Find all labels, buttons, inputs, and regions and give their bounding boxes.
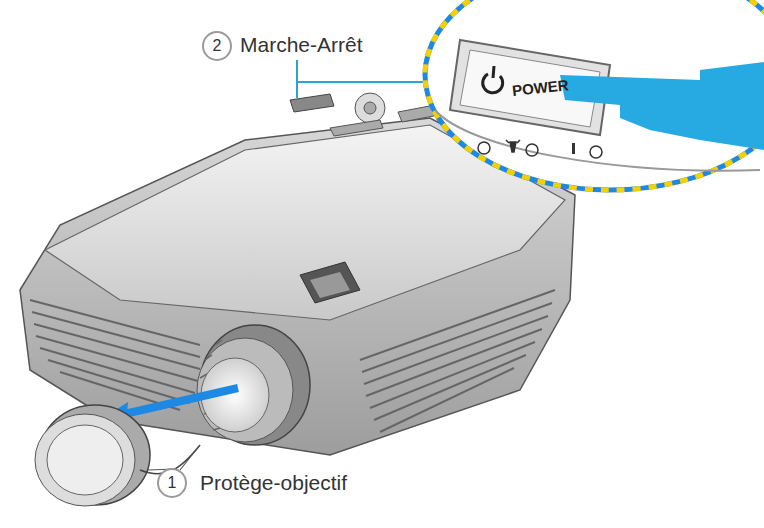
part-name: Protège-objectif	[200, 470, 347, 496]
callout-number: 2	[202, 31, 232, 61]
part-name: Marche-Arrêt	[240, 32, 363, 58]
callout-number: 1	[157, 468, 187, 498]
